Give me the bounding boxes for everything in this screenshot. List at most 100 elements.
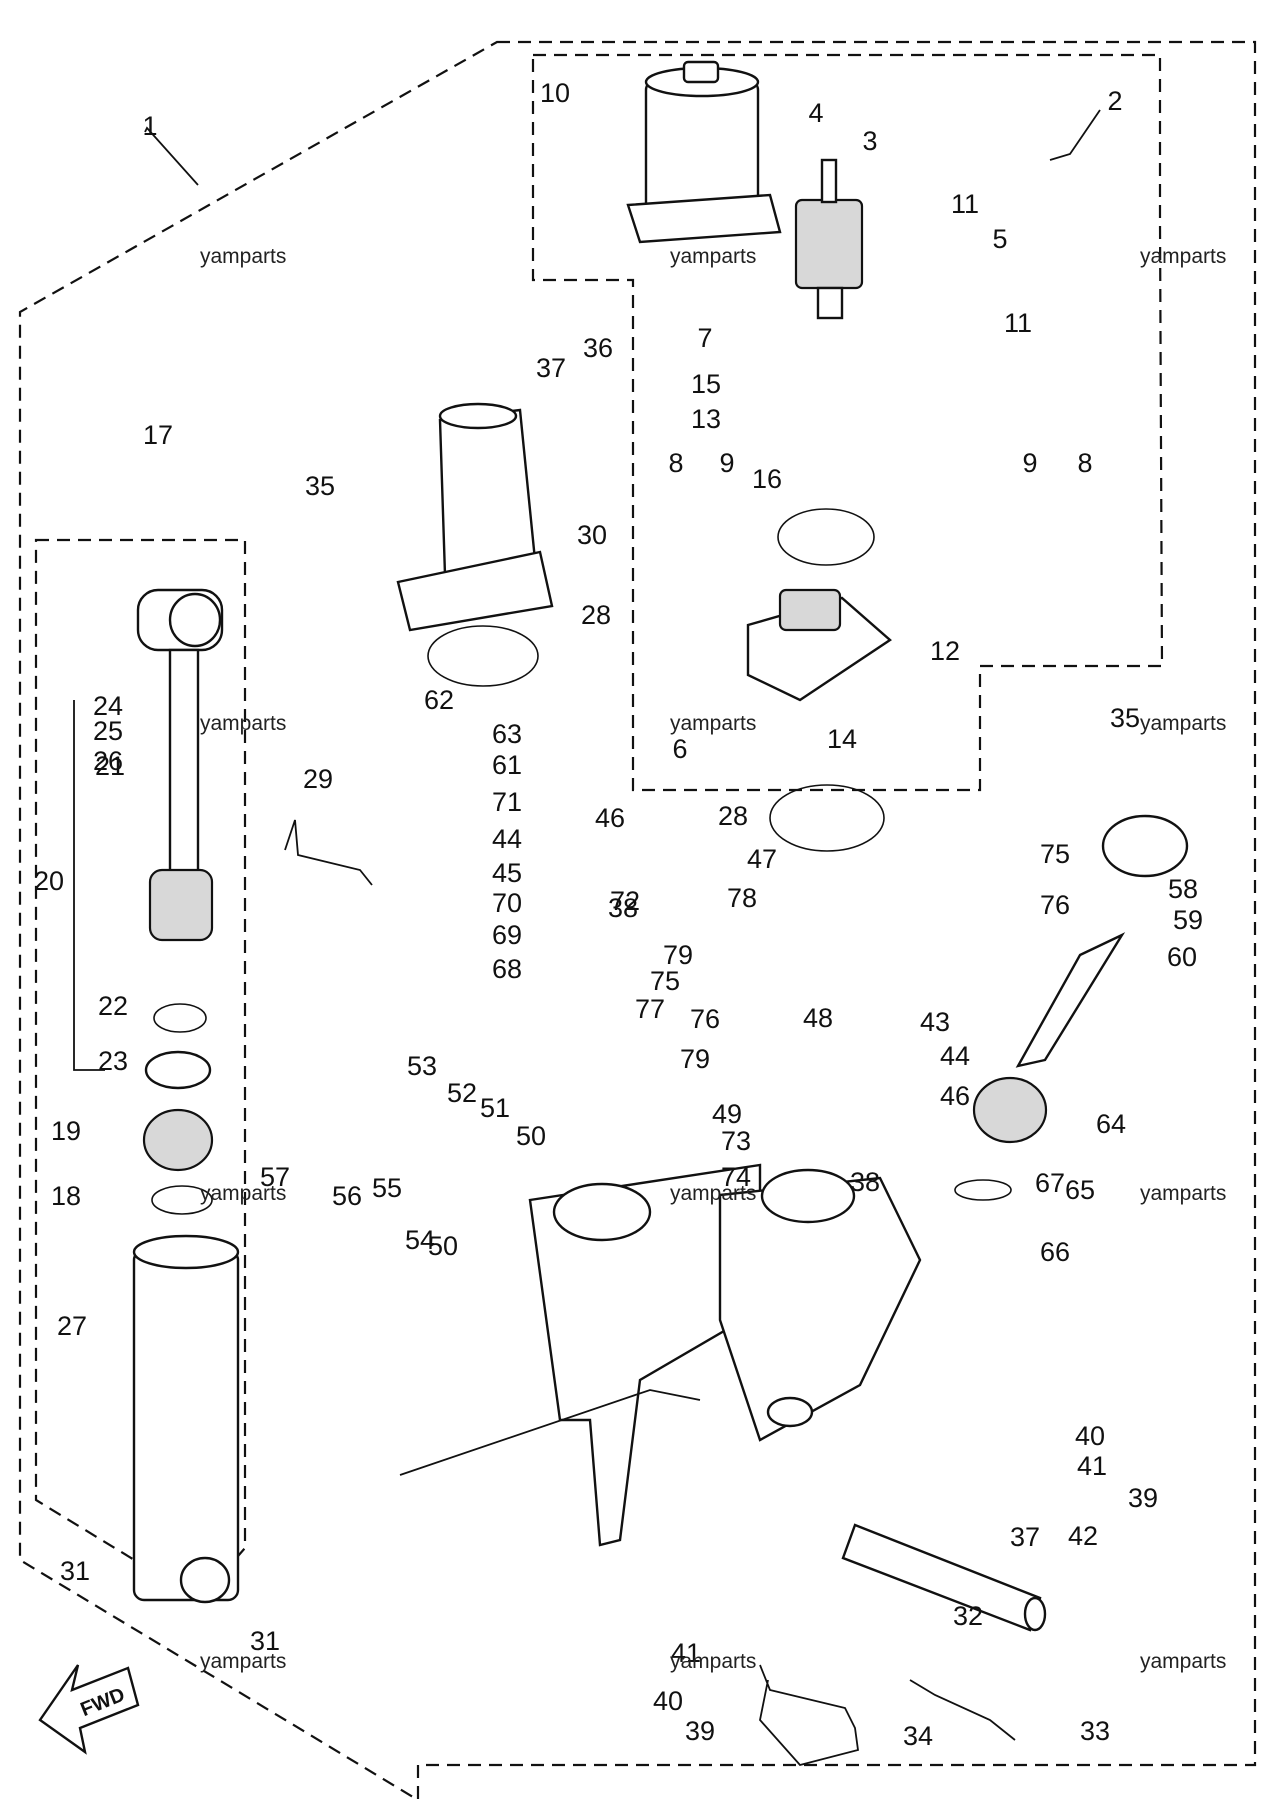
watermark-text: yamparts bbox=[200, 1650, 286, 1673]
part-label: 23 bbox=[98, 1046, 128, 1076]
watermark-text: yamparts bbox=[200, 712, 286, 735]
part-label: 50 bbox=[516, 1121, 546, 1151]
part-label: 75 bbox=[1040, 839, 1070, 869]
leader-2 bbox=[1049, 109, 1101, 161]
part-label: 78 bbox=[727, 883, 757, 913]
tilt-cylinder bbox=[132, 588, 240, 1604]
part-label: 2 bbox=[1107, 86, 1122, 116]
part-label: 28 bbox=[718, 801, 748, 831]
part-label: 38 bbox=[608, 893, 638, 923]
part-label: 38 bbox=[850, 1167, 880, 1197]
pipe-34 bbox=[759, 1664, 859, 1767]
part-label: 42 bbox=[1068, 1521, 1098, 1551]
part-label: 8 bbox=[668, 448, 683, 478]
part-label: 9 bbox=[1022, 448, 1037, 478]
part-label: 43 bbox=[920, 1007, 950, 1037]
watermark-text: yamparts bbox=[670, 712, 756, 735]
part-label: 55 bbox=[372, 1173, 402, 1203]
part-label: 3 bbox=[862, 126, 877, 156]
part-label: 57 bbox=[260, 1162, 290, 1192]
part-label: 26 bbox=[93, 746, 123, 776]
part-label: 49 bbox=[712, 1099, 742, 1129]
part-label: 79 bbox=[680, 1044, 710, 1074]
part-label: 72 bbox=[610, 886, 640, 916]
part-label: 11 bbox=[951, 189, 979, 219]
part-label: 18 bbox=[51, 1181, 81, 1211]
ring-23 bbox=[144, 1050, 212, 1090]
o-ring-16 bbox=[777, 508, 875, 566]
part-label: 73 bbox=[721, 1126, 751, 1156]
pipe-33 bbox=[909, 1679, 1016, 1741]
watermark-text: yamparts bbox=[670, 1650, 756, 1673]
watermark-text: yamparts bbox=[200, 245, 286, 268]
o-ring-28-upper bbox=[427, 625, 539, 687]
part-label: 32 bbox=[953, 1601, 983, 1631]
watermark-text: yamparts bbox=[1140, 712, 1226, 735]
part-label: 79 bbox=[663, 940, 693, 970]
part-label: 58 bbox=[1168, 874, 1198, 904]
watermark-text: yamparts bbox=[670, 245, 756, 268]
part-label: 27 bbox=[57, 1311, 87, 1341]
watermark-text: yamparts bbox=[1140, 1650, 1226, 1673]
reservoir bbox=[396, 402, 554, 632]
part-label: 76 bbox=[690, 1004, 720, 1034]
part-label: 45 bbox=[492, 858, 522, 888]
part-label: 4 bbox=[808, 98, 823, 128]
part-label: 46 bbox=[595, 803, 625, 833]
part-label: 56 bbox=[332, 1181, 362, 1211]
part-label: 65 bbox=[1065, 1175, 1095, 1205]
part-label: 40 bbox=[1075, 1421, 1105, 1451]
bracket-20 bbox=[73, 700, 105, 1071]
part-label: 5 bbox=[992, 224, 1007, 254]
part-label: 41 bbox=[1077, 1451, 1107, 1481]
part-label: 48 bbox=[803, 1003, 833, 1033]
part-label: 19 bbox=[51, 1116, 81, 1146]
fwd-arrow bbox=[38, 1664, 140, 1755]
part-label: 6 bbox=[672, 734, 687, 764]
part-label: 11 bbox=[1004, 308, 1032, 338]
ring-18 bbox=[151, 1185, 213, 1215]
part-label: 37 bbox=[1010, 1522, 1040, 1552]
part-label: 34 bbox=[903, 1721, 933, 1751]
part-label: 1 bbox=[142, 111, 157, 141]
part-label: 39 bbox=[1128, 1483, 1158, 1513]
part-label: 51 bbox=[480, 1093, 510, 1123]
part-label: 28 bbox=[581, 600, 611, 630]
part-label: 66 bbox=[1040, 1237, 1070, 1267]
armature bbox=[794, 158, 864, 320]
watermark-text: yamparts bbox=[200, 1182, 286, 1205]
part-label: 50 bbox=[428, 1231, 458, 1261]
part-label: 41 bbox=[671, 1638, 701, 1668]
part-label: 74 bbox=[721, 1162, 751, 1192]
part-label: 7 bbox=[697, 323, 712, 353]
part-label: 25 bbox=[93, 716, 123, 746]
part-label: 52 bbox=[447, 1078, 477, 1108]
motor-housing bbox=[626, 60, 782, 244]
part-label: 40 bbox=[653, 1686, 683, 1716]
part-label: 8 bbox=[1077, 448, 1092, 478]
part-label: 67 bbox=[1035, 1168, 1065, 1198]
part-label: 39 bbox=[685, 1716, 715, 1746]
part-label: 21 bbox=[95, 751, 125, 781]
part-label: 44 bbox=[492, 824, 522, 854]
part-label: 31 bbox=[250, 1626, 280, 1656]
part-label: 13 bbox=[691, 404, 721, 434]
pipe-29 bbox=[284, 819, 373, 886]
part-label: 77 bbox=[635, 994, 665, 1024]
ring-22 bbox=[153, 1003, 207, 1033]
part-label: 15 bbox=[691, 369, 721, 399]
part-label: 35 bbox=[1110, 703, 1140, 733]
part-label: 71 bbox=[492, 787, 522, 817]
part-label: 22 bbox=[98, 991, 128, 1021]
watermark-text: yamparts bbox=[670, 1182, 756, 1205]
part-label: 59 bbox=[1173, 905, 1203, 935]
part-label: 60 bbox=[1167, 942, 1197, 972]
watermark-text: yamparts bbox=[1140, 1182, 1226, 1205]
part-label: 75 bbox=[650, 966, 680, 996]
leader-31-path bbox=[399, 1389, 701, 1476]
assembly-2-boundary bbox=[531, 53, 1164, 792]
piston-19 bbox=[142, 1108, 214, 1172]
part-label: 70 bbox=[492, 888, 522, 918]
part-label: 36 bbox=[583, 333, 613, 363]
